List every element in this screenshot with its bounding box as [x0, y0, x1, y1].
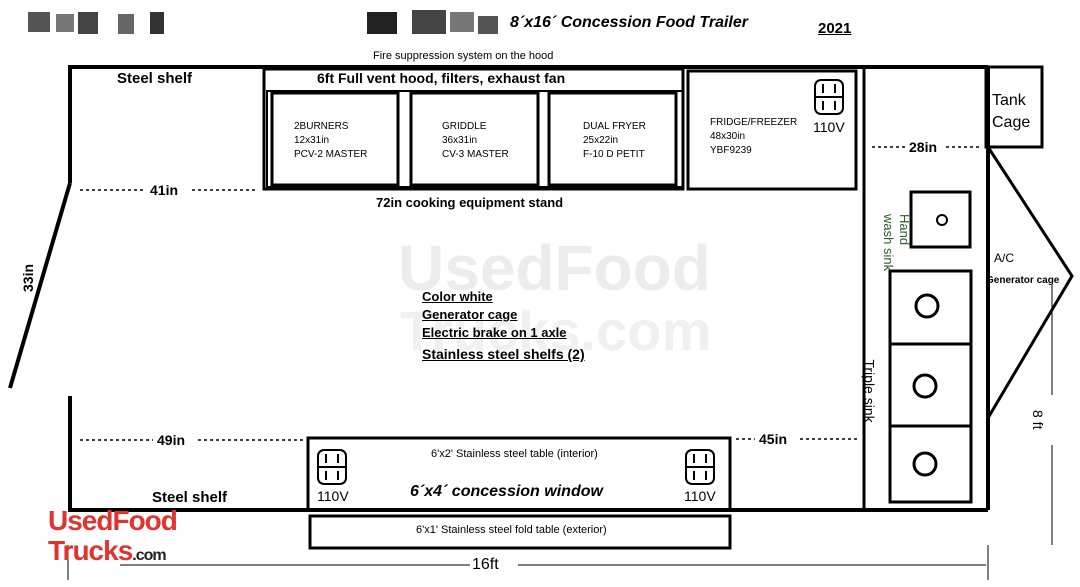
hand-sink-label: Hand wash sink: [881, 214, 912, 272]
window-right-outlet-label: 110V: [684, 488, 716, 504]
tank-cage-box: [984, 65, 1044, 149]
hand-sink-drain: [936, 214, 948, 226]
hand-sink-box: [909, 190, 972, 249]
outlet-symbols: [317, 79, 844, 485]
burner-spec: 2BURNERS 12x31in PCV-2 MASTER: [294, 121, 368, 160]
steel-shelf-top-label: Steel shelf: [117, 70, 193, 87]
feature-color: Color white: [422, 289, 493, 304]
fridge-spec: FRIDGE/FREEZER 48x30in YBF9239: [710, 117, 798, 156]
watermark-used-food: UsedFood: [398, 232, 711, 304]
triple-sink-label: Triple sink: [861, 359, 878, 423]
fridge-outlet-label: 110V: [813, 119, 845, 135]
usedfoodtrucks-logo: UsedFood Trucks.com: [48, 505, 178, 571]
diagram-title: 8´x16´ Concession Food Trailer: [510, 14, 748, 31]
trailer-tongue: [984, 65, 1074, 419]
clearance-dashes: [80, 146, 980, 441]
dimension-28in: 28in: [909, 139, 938, 155]
steel-shelf-bottom-label: Steel shelf: [152, 489, 228, 506]
logo-word-used: Used: [48, 505, 113, 536]
cooking-stand-label: 72in cooking equipment stand: [376, 195, 564, 210]
window-left-outlet-label: 110V: [317, 488, 349, 504]
dimension-width: 8 ft: [1030, 410, 1046, 430]
watermark-trucks: Trucks.com: [400, 299, 711, 362]
dimension-33in: 33in: [20, 263, 37, 293]
feature-generator-cage: Generator cage: [422, 307, 518, 322]
outlet-icon: [814, 79, 844, 115]
dimension-45in: 45in: [759, 431, 788, 447]
dimension-41in: 41in: [150, 182, 179, 198]
ac-label: A/C: [994, 251, 1015, 265]
dimension-49in: 49in: [157, 432, 186, 448]
feature-electric-brake: Electric brake on 1 axle: [422, 325, 567, 340]
burner-box: [270, 91, 400, 187]
fryer-spec: DUAL FRYER 25x22in F-10 D PETIT: [583, 121, 646, 160]
cooking-stand-outline: [266, 90, 684, 188]
logo-word-com: .com: [132, 547, 166, 564]
year-label: 2021: [818, 20, 852, 37]
outlet-icon: [317, 449, 347, 485]
exterior-table-box: [308, 514, 732, 550]
front-wall: [68, 65, 988, 183]
sink-drain-2: [912, 373, 938, 399]
interior-table-label: 6'x2' Stainless steel table (interior): [431, 448, 598, 460]
triple-sink-box: [888, 269, 973, 504]
feature-steel-shelfs: Stainless steel shelfs (2): [422, 346, 585, 362]
concession-window-box: [306, 436, 732, 512]
redacted-header-marks: [28, 10, 498, 34]
hood-note: Fire suppression system on the hood: [373, 50, 554, 62]
exterior-table-label: 6'x1' Stainless steel fold table (exteri…: [416, 524, 607, 536]
griddle-box: [409, 91, 540, 187]
dimension-length: 16ft: [472, 556, 499, 573]
service-side: [306, 436, 732, 550]
fryer-box: [547, 91, 678, 187]
generator-cage-label: Generator cage: [986, 275, 1060, 286]
concession-window-label: 6´x4´ concession window: [410, 483, 603, 500]
griddle-spec: GRIDDLE 36x31in CV-3 MASTER: [442, 121, 509, 160]
dimension-lines: [67, 285, 1053, 580]
logo-word-food: Food: [112, 505, 177, 536]
outlet-icon: [685, 449, 715, 485]
tongue-a-frame: [986, 146, 1074, 419]
cooking-line: [262, 67, 858, 191]
logo-word-trucks: Trucks: [48, 535, 133, 566]
sink-column: [862, 67, 973, 510]
fridge-box: [686, 69, 858, 191]
sink-drain-3: [912, 451, 938, 477]
door-swing-line: [8, 182, 72, 389]
sink-drain-1: [914, 293, 940, 319]
tank-cage-label: Tank Cage: [992, 92, 1031, 131]
vent-hood-label: 6ft Full vent hood, filters, exhaust fan: [317, 70, 566, 86]
